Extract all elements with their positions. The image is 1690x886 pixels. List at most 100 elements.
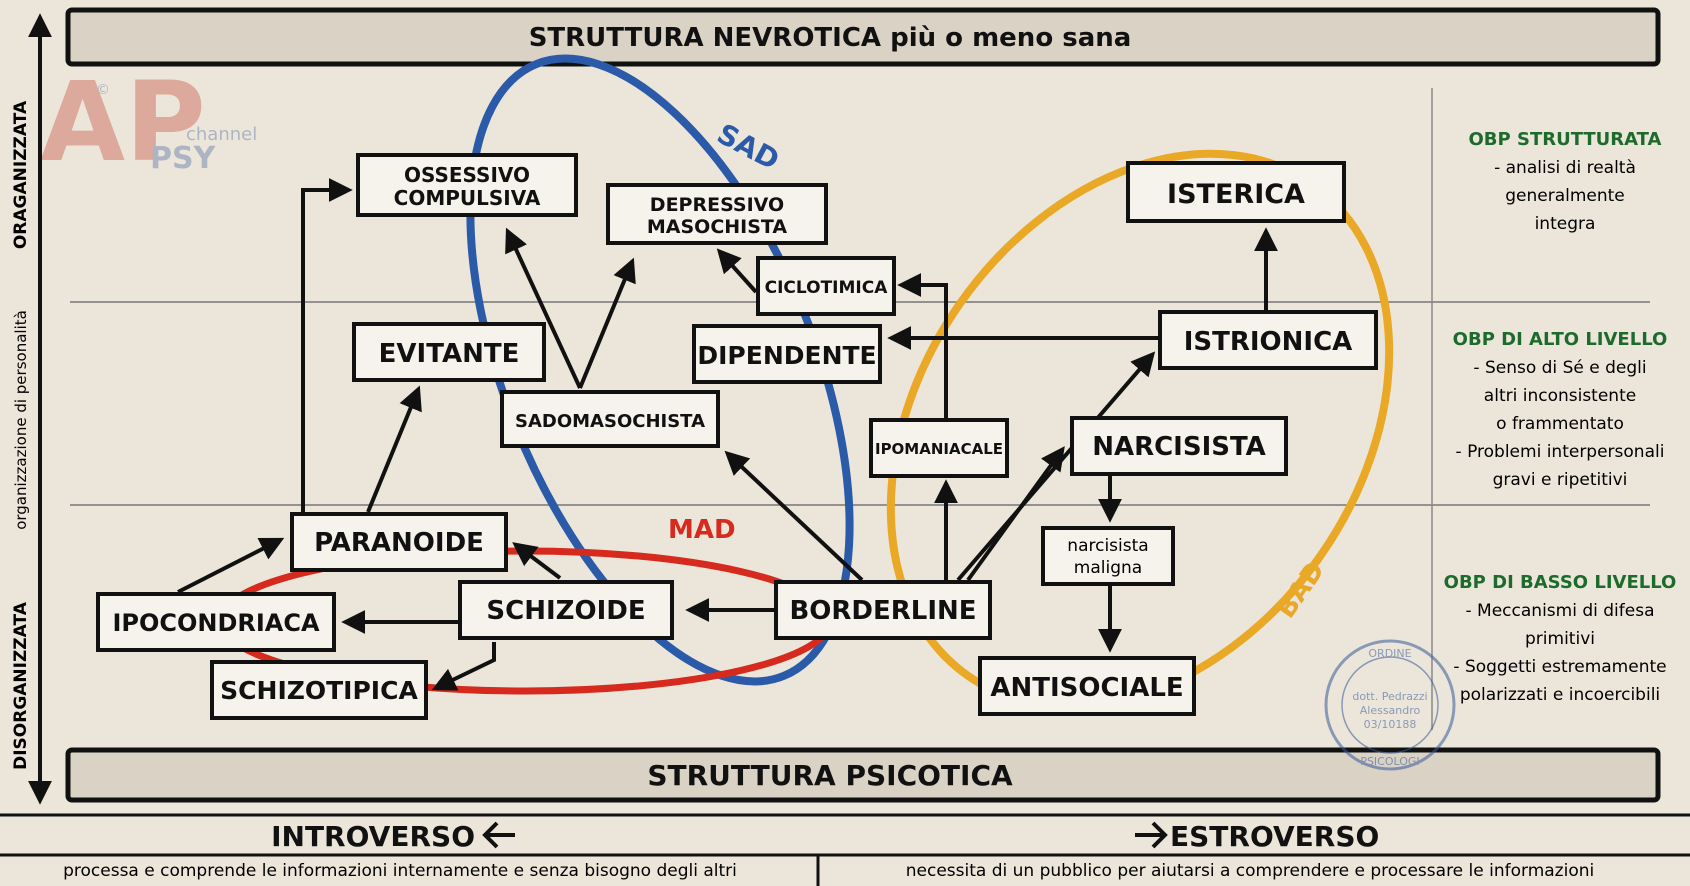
svg-text:AP: AP	[40, 58, 206, 186]
side-strutturata-line: generalmente	[1505, 186, 1625, 206]
side-alto-title: OBP DI ALTO LIVELLO	[1453, 329, 1668, 350]
side-basso-line: polarizzati e incoercibili	[1460, 685, 1660, 705]
node-istrionica-label: ISTRIONICA	[1184, 327, 1353, 357]
side-panel-basso: OBP DI BASSO LIVELLO - Meccanismi di dif…	[1444, 572, 1677, 705]
node-ossessivo: OSSESSIVO COMPULSIVA	[356, 153, 578, 217]
side-basso-line: - Meccanismi di difesa	[1466, 601, 1655, 621]
node-ossessivo-box	[356, 153, 578, 217]
node-narcisista-maligna-line1: narcisista	[1067, 536, 1148, 556]
node-istrionica: ISTRIONICA	[1158, 310, 1378, 370]
node-schizotipica-label: SCHIZOTIPICA	[220, 676, 418, 705]
top-band	[65, 7, 1661, 67]
node-paranoide-label: PARANOIDE	[314, 528, 484, 558]
estroverso-label: ESTROVERSO	[1170, 820, 1379, 853]
axis-vertical-label: organizzazione di personalità	[12, 310, 30, 530]
axis-top-label: ORAGANIZZATA	[11, 100, 31, 249]
side-alto-line: - Problemi interpersonali	[1456, 442, 1665, 462]
svg-text:dott. Pedrazzi: dott. Pedrazzi	[1352, 690, 1427, 703]
arrow-borderline-narcisista	[966, 446, 1065, 582]
svg-text:Alessandro: Alessandro	[1360, 704, 1421, 717]
node-borderline: BORDERLINE	[774, 580, 992, 640]
arrows	[177, 178, 1278, 691]
svg-text:03/10188: 03/10188	[1364, 718, 1417, 731]
side-alto-line: o frammentato	[1496, 414, 1624, 434]
arrow-borderline-sadomasochista	[724, 450, 864, 582]
node-evitante: EVITANTE	[352, 322, 546, 382]
ap-psy-channel-logo: AP channel PSY ©	[40, 58, 257, 186]
axis-bottom-label: DISORGANIZZATA	[11, 601, 31, 770]
side-alto-line: gravi e ripetitivi	[1493, 470, 1628, 490]
introverso-label: INTROVERSO	[271, 820, 475, 853]
node-narcisista-maligna: narcisista maligna	[1041, 526, 1175, 586]
arrow-sadomasochista-depressivo	[578, 257, 636, 389]
node-isterica-label: ISTERICA	[1167, 179, 1305, 210]
node-ipomaniacale: IPOMANIACALE	[869, 418, 1009, 478]
node-schizoide-label: SCHIZOIDE	[486, 596, 645, 626]
node-isterica: ISTERICA	[1126, 161, 1346, 223]
node-borderline-label: BORDERLINE	[789, 596, 976, 626]
side-strutturata-line: integra	[1535, 214, 1596, 234]
node-ciclotimica-label: CICLOTIMICA	[765, 278, 889, 298]
arrow-ciclotimica-depressivo	[716, 248, 758, 294]
node-narcisista: NARCISISTA	[1070, 416, 1288, 476]
node-ossessivo-line1: OSSESSIVO	[404, 163, 530, 187]
node-ipomaniacale-box	[869, 418, 1009, 478]
arrow-ipocondriaca-paranoide	[177, 537, 285, 594]
node-istrionica-box	[1158, 310, 1378, 370]
node-narcisista-maligna-box	[1041, 526, 1175, 586]
node-ipocondriaca-label: IPOCONDRIACA	[112, 609, 320, 637]
svg-text:PSICOLOGI: PSICOLOGI	[1360, 755, 1419, 768]
node-antisociale-box	[978, 656, 1196, 716]
node-depressivo: DEPRESSIVO MASOCHISTA	[606, 183, 828, 245]
node-ipomaniacale-label: IPOMANIACALE	[875, 440, 1003, 458]
node-schizoide-box	[458, 580, 674, 640]
node-isterica-box	[1126, 161, 1346, 223]
node-antisociale-label: ANTISOCIALE	[990, 673, 1183, 703]
side-basso-line: primitivi	[1525, 629, 1595, 649]
node-ciclotimica-box	[756, 256, 896, 316]
node-dipendente-label: DIPENDENTE	[697, 341, 876, 370]
node-dipendente-box	[692, 324, 882, 384]
node-ossessivo-line2: COMPULSIVA	[394, 186, 541, 210]
node-schizotipica: SCHIZOTIPICA	[210, 660, 428, 720]
node-narcisista-maligna-line2: maligna	[1074, 558, 1142, 578]
arrow-schizoide-paranoide	[512, 542, 562, 580]
node-antisociale: ANTISOCIALE	[978, 656, 1196, 716]
introverso-caption: processa e comprende le informazioni int…	[63, 861, 737, 881]
bottom-band	[65, 747, 1661, 803]
top-band-label: STRUTTURA NEVROTICA più o meno sana	[529, 23, 1132, 53]
side-basso-line: - Soggetti estremamente	[1453, 657, 1666, 677]
side-panel-alto: OBP DI ALTO LIVELLO - Senso di Sé e degl…	[1453, 329, 1668, 490]
svg-text:PSY: PSY	[150, 141, 217, 176]
arrow-paranoide-ossessivo	[301, 178, 353, 512]
side-strutturata-line: - analisi di realtà	[1494, 158, 1636, 178]
ordine-psicologi-stamp: ORDINE PSICOLOGI dott. Pedrazzi Alessand…	[1324, 639, 1456, 771]
node-narcisista-box	[1070, 416, 1288, 476]
node-sadomasochista-box	[500, 390, 720, 448]
arrow-sadomasochista-ossessivo	[505, 227, 582, 389]
bottom-band-label: STRUTTURA PSICOTICA	[647, 759, 1013, 792]
node-narcisista-label: NARCISISTA	[1092, 432, 1266, 462]
side-alto-line: altri inconsistente	[1484, 386, 1636, 406]
svg-text:©: ©	[96, 82, 110, 98]
svg-text:ORDINE: ORDINE	[1368, 647, 1411, 660]
side-basso-title: OBP DI BASSO LIVELLO	[1444, 572, 1677, 593]
svg-text:channel: channel	[186, 124, 257, 145]
estroverso-caption: necessita di un pubblico per aiutarsi a …	[906, 861, 1594, 881]
introverso-arrow-icon	[482, 821, 515, 849]
node-ipocondriaca: IPOCONDRIACA	[96, 592, 336, 652]
node-schizoide: SCHIZOIDE	[458, 580, 674, 640]
side-panel-strutturata: OBP STRUTTURATA - analisi di realtà gene…	[1469, 129, 1662, 234]
arrow-ipomaniacale-ciclotimica	[897, 273, 948, 418]
node-evitante-box	[352, 322, 546, 382]
node-depressivo-line2: MASOCHISTA	[647, 216, 788, 238]
arrow-schizoide-schizotipica	[431, 642, 496, 691]
node-depressivo-line1: DEPRESSIVO	[650, 194, 784, 216]
node-depressivo-box	[606, 183, 828, 245]
mad-cluster-label: MAD	[668, 515, 736, 545]
node-schizotipica-box	[210, 660, 428, 720]
arrow-paranoide-evitante	[366, 385, 422, 513]
node-sadomasochista-label: SADOMASOCHISTA	[515, 411, 705, 432]
